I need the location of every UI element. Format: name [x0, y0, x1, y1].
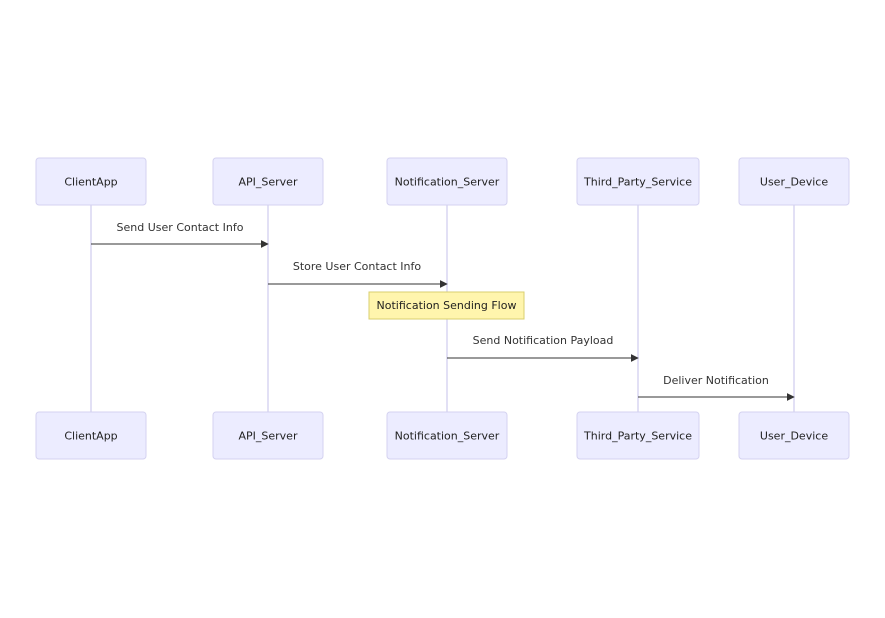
actor-label: Third_Party_Service	[583, 176, 692, 189]
actor-label: API_Server	[239, 176, 298, 189]
actor-api-top: API_Server	[212, 157, 324, 206]
note-label: Notification Sending Flow	[377, 299, 517, 312]
actor-api-bottom: API_Server	[212, 411, 324, 460]
actor-device-bottom: User_Device	[738, 411, 850, 460]
actor-client-top: ClientApp	[35, 157, 147, 206]
actor-label: API_Server	[239, 430, 298, 443]
actor-label: User_Device	[760, 430, 828, 443]
actors-bottom: ClientApp API_Server Notification_Server…	[35, 411, 850, 460]
actor-label: User_Device	[760, 176, 828, 189]
actor-notif-bottom: Notification_Server	[386, 411, 508, 460]
actors-top: ClientApp API_Server Notification_Server…	[35, 157, 850, 206]
actor-label: ClientApp	[64, 430, 117, 443]
message-send-payload: Send Notification Payload	[447, 334, 639, 362]
actor-label: Notification_Server	[395, 430, 500, 443]
messages: Send User Contact Info Store User Contac…	[91, 221, 795, 401]
message-label: Send User Contact Info	[117, 221, 244, 234]
message-store-contact-info: Store User Contact Info	[268, 260, 448, 288]
actor-third-top: Third_Party_Service	[576, 157, 700, 206]
actor-device-top: User_Device	[738, 157, 850, 206]
message-label: Deliver Notification	[663, 374, 769, 387]
actor-label: ClientApp	[64, 176, 117, 189]
note-notification-flow: Notification Sending Flow	[368, 291, 525, 320]
message-label: Store User Contact Info	[293, 260, 422, 273]
actor-third-bottom: Third_Party_Service	[576, 411, 700, 460]
actor-client-bottom: ClientApp	[35, 411, 147, 460]
actor-notif-top: Notification_Server	[386, 157, 508, 206]
message-deliver-notification: Deliver Notification	[638, 374, 795, 401]
message-send-contact-info: Send User Contact Info	[91, 221, 269, 248]
actor-label: Third_Party_Service	[583, 430, 692, 443]
actor-label: Notification_Server	[395, 176, 500, 189]
message-label: Send Notification Payload	[473, 334, 614, 347]
